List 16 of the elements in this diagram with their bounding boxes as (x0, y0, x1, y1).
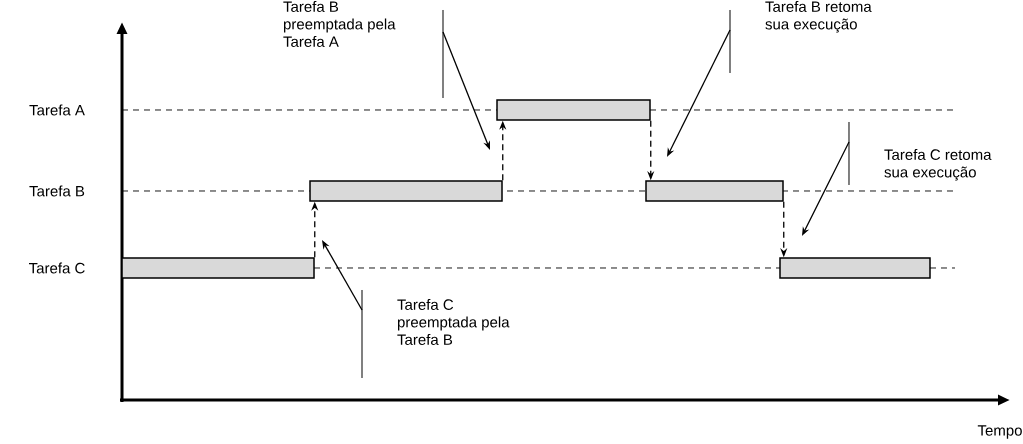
execution-bar (645, 180, 784, 202)
axis-label: Tarefa B (29, 185, 85, 197)
leader-arrow (802, 141, 850, 236)
callout-text: Tarefa B retoma sua execução (765, 1, 872, 33)
callout-text: Tarefa B preemptada pela Tarefa A (283, 1, 396, 47)
execution-bar (309, 180, 503, 202)
execution-bar (496, 99, 651, 121)
callout-text: Tarefa C preemptada pela Tarefa B (397, 299, 510, 345)
axis-label: Tarefa A (29, 104, 85, 116)
axis-label: Tarefa C (29, 262, 85, 274)
execution-bar (121, 257, 315, 279)
axis-label: Tempo (977, 425, 1022, 439)
execution-bar (779, 257, 931, 279)
leader-arrow (667, 29, 731, 157)
leader-arrow (322, 240, 363, 311)
callout-text: Tarefa C retoma sua execução (884, 149, 992, 181)
